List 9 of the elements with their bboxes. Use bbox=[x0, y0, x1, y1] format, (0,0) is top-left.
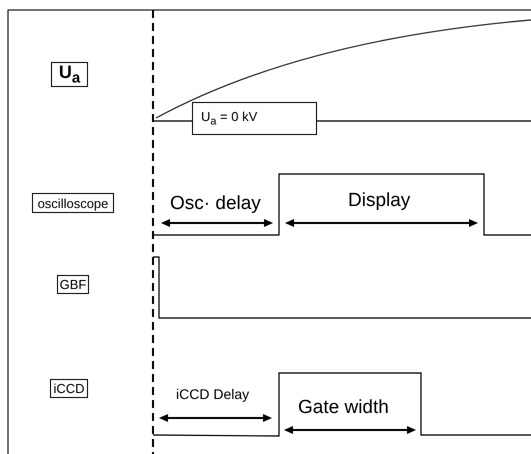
interval-label: iCCD Delay bbox=[176, 386, 250, 402]
signal-label: oscilloscope bbox=[32, 193, 114, 213]
signal-label: iCCD bbox=[50, 379, 88, 398]
interval-label: Osc· delay bbox=[170, 193, 261, 215]
interval-label: Gate width bbox=[298, 397, 389, 419]
signal-label: GBF bbox=[57, 275, 89, 294]
interval-label: Display bbox=[348, 190, 410, 212]
signal-label: U$_{a}$ bbox=[51, 62, 88, 87]
voltage-label: U$_{a}$ = 0 kV bbox=[192, 102, 317, 135]
